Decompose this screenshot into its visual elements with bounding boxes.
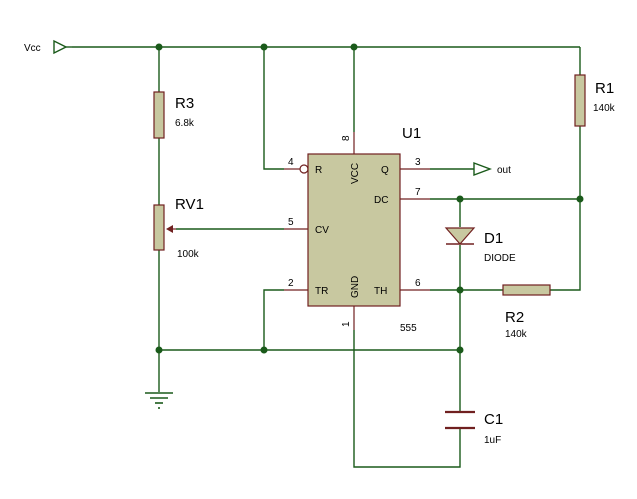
d1-ref: D1 bbox=[484, 230, 503, 247]
pin-name-vcc: VCC bbox=[350, 163, 361, 184]
resistor-r2[interactable]: R2 140k bbox=[502, 284, 551, 340]
pin-number-8: 8 bbox=[341, 135, 352, 141]
wire-c1-gnd bbox=[353, 330, 461, 468]
junctions bbox=[155, 43, 584, 354]
rv1-value: 100k bbox=[177, 249, 200, 260]
pin-number-7: 7 bbox=[415, 187, 421, 198]
pin-number-5: 5 bbox=[288, 217, 294, 228]
vcc-label: Vcc bbox=[24, 43, 41, 54]
r2-value: 140k bbox=[505, 329, 528, 340]
resistor-body bbox=[502, 284, 551, 296]
out-label: out bbox=[497, 165, 511, 176]
wiper-arrow-icon bbox=[166, 225, 173, 233]
out-port[interactable]: out bbox=[473, 161, 511, 177]
resistor-r1[interactable]: R1 140k bbox=[574, 74, 616, 127]
ground-icon bbox=[145, 392, 173, 409]
resistor-r3[interactable]: R3 6.8k bbox=[153, 91, 195, 139]
diode-icon bbox=[444, 227, 476, 245]
ic-body bbox=[307, 153, 401, 307]
wires bbox=[72, 46, 581, 468]
wire-vcc-reset bbox=[263, 47, 284, 170]
capacitor-c1[interactable]: C1 1uF bbox=[445, 410, 503, 446]
u1-ref: U1 bbox=[402, 125, 421, 142]
pin-name-gnd: GND bbox=[350, 276, 361, 298]
junction-dot bbox=[260, 346, 268, 354]
pin-name-dc: DC bbox=[374, 195, 388, 206]
junction-dot bbox=[155, 43, 163, 51]
r3-ref: R3 bbox=[175, 95, 194, 112]
junction-dot bbox=[456, 346, 464, 354]
junction-dot bbox=[456, 195, 464, 203]
r3-value: 6.8k bbox=[175, 118, 195, 129]
junction-dot bbox=[260, 43, 268, 51]
junction-dot bbox=[456, 286, 464, 294]
ic-u1-555[interactable]: R Q DC CV TR TH VCC GND 4 8 3 7 5 2 1 6 … bbox=[284, 125, 430, 334]
resistor-body bbox=[574, 74, 586, 127]
pin-name-cv: CV bbox=[315, 225, 329, 236]
wire-r1-r2 bbox=[550, 126, 581, 291]
c1-ref: C1 bbox=[484, 411, 503, 428]
r1-ref: R1 bbox=[595, 80, 614, 97]
pin-name-th: TH bbox=[374, 286, 387, 297]
resistor-body bbox=[153, 91, 165, 139]
junction-dot bbox=[576, 195, 584, 203]
pin-number-6: 6 bbox=[415, 278, 421, 289]
pin-number-4: 4 bbox=[288, 157, 294, 168]
pin-name-tr: TR bbox=[315, 286, 328, 297]
port-arrow-icon bbox=[473, 161, 492, 177]
pin-number-1: 1 bbox=[341, 321, 352, 327]
r1-value: 140k bbox=[593, 103, 616, 114]
diode-d1[interactable]: D1 DIODE bbox=[444, 227, 516, 264]
pot-body bbox=[153, 204, 165, 251]
potentiometer-rv1[interactable]: RV1 100k bbox=[153, 196, 204, 260]
port-arrow-icon bbox=[53, 39, 68, 55]
d1-value: DIODE bbox=[484, 253, 516, 264]
wire-pin2-ground bbox=[263, 289, 284, 350]
pin-name-q: Q bbox=[381, 165, 389, 176]
vcc-port[interactable]: Vcc bbox=[24, 39, 72, 55]
reset-inversion-icon bbox=[299, 164, 309, 174]
pin-name-r: R bbox=[315, 165, 322, 176]
u1-value: 555 bbox=[400, 323, 417, 334]
rv1-ref: RV1 bbox=[175, 196, 204, 213]
junction-dot bbox=[155, 346, 163, 354]
pin-number-2: 2 bbox=[288, 278, 294, 289]
junction-dot bbox=[350, 43, 358, 51]
r2-ref: R2 bbox=[505, 309, 524, 326]
pin-number-3: 3 bbox=[415, 157, 421, 168]
c1-value: 1uF bbox=[484, 435, 501, 446]
